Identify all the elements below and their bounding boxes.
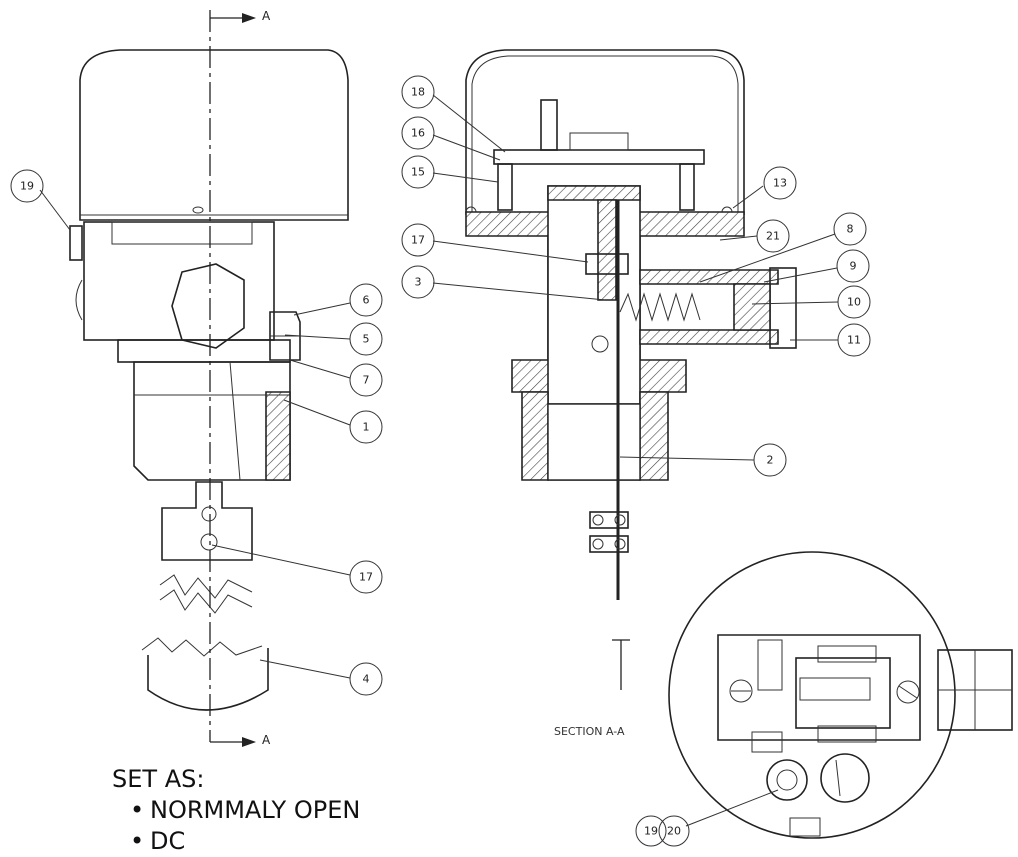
note-list: NORMMALY OPEN DC bbox=[112, 795, 360, 857]
balloon-17-right: 17 bbox=[401, 223, 435, 257]
top-view bbox=[668, 551, 1013, 839]
exterior-view bbox=[69, 10, 349, 747]
svg-text:1: 1 bbox=[363, 421, 370, 434]
balloon-21: 21 bbox=[756, 219, 790, 253]
balloon-19-bottom: 19 bbox=[635, 815, 667, 847]
balloon-6: 6 bbox=[349, 283, 383, 317]
svg-text:3: 3 bbox=[415, 276, 422, 289]
svg-text:11: 11 bbox=[847, 334, 861, 347]
balloon-20: 20 bbox=[658, 815, 690, 847]
note-item-dc: DC bbox=[130, 826, 360, 857]
balloon-3: 3 bbox=[401, 265, 435, 299]
svg-text:2: 2 bbox=[767, 454, 774, 467]
balloon-17-left: 17 bbox=[349, 560, 383, 594]
setting-note: SET AS: NORMMALY OPEN DC bbox=[112, 764, 360, 857]
svg-text:20: 20 bbox=[667, 825, 681, 838]
balloon-1: 1 bbox=[349, 410, 383, 444]
svg-text:17: 17 bbox=[411, 234, 425, 247]
svg-text:17: 17 bbox=[359, 571, 373, 584]
section-marker-top: A bbox=[262, 9, 271, 23]
svg-text:19: 19 bbox=[644, 825, 658, 838]
svg-text:19: 19 bbox=[20, 180, 34, 193]
balloon-7: 7 bbox=[349, 363, 383, 397]
svg-text:15: 15 bbox=[411, 166, 425, 179]
balloon-5: 5 bbox=[349, 322, 383, 356]
balloon-16: 16 bbox=[401, 116, 435, 150]
balloon-19-left: 19 bbox=[10, 169, 44, 203]
section-marker-bottom: A bbox=[262, 733, 271, 747]
balloon-8: 8 bbox=[833, 212, 867, 246]
balloon-13: 13 bbox=[763, 166, 797, 200]
svg-text:6: 6 bbox=[363, 294, 370, 307]
svg-text:8: 8 bbox=[847, 223, 854, 236]
balloon-10: 10 bbox=[837, 285, 871, 319]
balloon-18: 18 bbox=[401, 75, 435, 109]
svg-text:10: 10 bbox=[847, 296, 861, 309]
svg-text:13: 13 bbox=[773, 177, 787, 190]
svg-text:5: 5 bbox=[363, 333, 370, 346]
svg-text:21: 21 bbox=[766, 230, 780, 243]
svg-text:18: 18 bbox=[411, 86, 425, 99]
balloon-11: 11 bbox=[837, 323, 871, 357]
note-heading: SET AS: bbox=[112, 765, 205, 793]
section-caption: SECTION A-A bbox=[554, 725, 625, 738]
balloons: 19 6 5 7 1 17 4 18 16 15 13 17 21 3 8 9 … bbox=[10, 75, 871, 847]
svg-text:9: 9 bbox=[850, 260, 857, 273]
svg-text:7: 7 bbox=[363, 374, 370, 387]
balloon-15: 15 bbox=[401, 155, 435, 189]
svg-text:16: 16 bbox=[411, 127, 425, 140]
balloon-2: 2 bbox=[753, 443, 787, 477]
svg-text:4: 4 bbox=[363, 673, 370, 686]
balloon-9: 9 bbox=[836, 249, 870, 283]
balloon-4: 4 bbox=[349, 662, 383, 696]
section-view bbox=[465, 49, 797, 690]
note-item-normally-open: NORMMALY OPEN bbox=[130, 795, 360, 826]
